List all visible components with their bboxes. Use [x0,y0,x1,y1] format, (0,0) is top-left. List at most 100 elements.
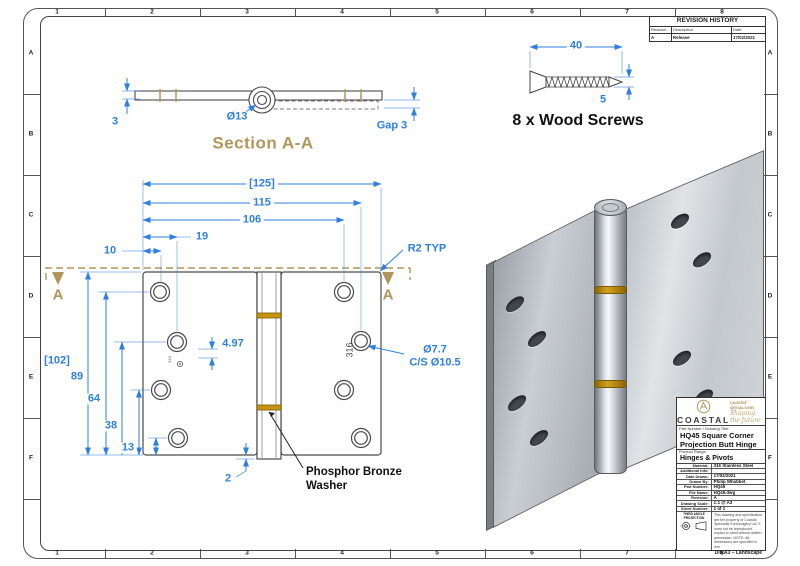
drawing-scale-value: 1:1 @ A3 [710,500,765,506]
disclaimer-text: This drawing and specification are the p… [714,513,763,549]
date-drawn-label: Date Drawn: [685,473,709,479]
drawing-title-line2: Projection Butt Hinge [680,439,757,449]
material-value: 316 Stainless Steel [710,463,765,468]
dim-width-106: 106 [239,214,265,226]
zone-col-label: 3 [245,549,249,557]
zone-row-label: B [767,130,773,138]
zone-col-label: 8 [720,8,724,16]
part-number-row: Part Number: HQ45 [677,484,765,491]
revision-history-title: REVISION HISTORY [650,17,765,27]
dim-stagger: 4.97 [219,338,247,350]
zone-tick [105,8,106,16]
additional-info-row: Additional Info: [677,468,765,475]
washer-note-line2: Washer [306,480,348,492]
zone-tick [764,499,777,500]
zone-row-label: E [767,373,773,381]
inner-border [40,16,766,551]
description-value: Release [672,34,732,42]
date-drawn-value: 17/02/2021 [710,473,765,479]
iso-pin-cap-ring [602,203,619,212]
dim-knuckle-diameter: Ø13 [223,111,251,123]
zone-col-label: 2 [150,549,154,557]
zone-col-label: 7 [625,549,629,557]
zone-row-label: F [768,454,772,462]
zone-tick [105,549,106,558]
drawn-by-label: Drawn By: [689,478,709,484]
revision-data-row: A Release 17/02/2021 [650,34,765,42]
front-view-dims [80,180,405,478]
dim-corner-radius: R2 TYP [404,243,450,255]
part-number-label: Part Number: [684,484,709,490]
steel-grade-stamp-small: 316 [166,356,172,363]
revision-row: Revision: A [677,495,765,502]
dim-height-13: 13 [118,442,138,454]
projection-label: THIRD ANGLE PROJECTION [683,512,705,520]
dim-screw-diameter: 5 [596,94,610,106]
title-block: COASTAL coastal-group.com Shaping the fu… [676,397,766,551]
zone-row-label: C [767,211,773,219]
steel-grade-stamp: 316 [344,342,355,358]
zone-tick [23,256,40,257]
revision-history-table: REVISION HISTORY Revision Description Da… [649,16,766,43]
washer-note-line1: Phosphor Bronze [306,466,402,478]
dim-countersink: C/S Ø10.5 [406,357,464,369]
revision-header-row: Revision Description Date [650,26,765,35]
zone-tick [200,8,201,16]
zone-tick [675,549,676,558]
zone-tick [23,499,40,500]
coastal-logo-icon [696,399,711,413]
zone-tick [485,8,486,16]
zone-tick [390,8,391,16]
website-link[interactable]: coastal-group.com [730,399,754,410]
drawing-title-line1: HQ45 Square Corner [680,430,754,440]
zone-row-label: E [28,373,34,381]
outer-border [23,8,778,559]
zone-col-label: 7 [625,8,629,16]
part-number-value: HQ45 [710,484,765,490]
zone-tick [485,549,486,558]
product-range-value: Hinges & Pivots [680,454,734,462]
zone-col-label: 8 [720,549,724,557]
zone-tick [580,549,581,558]
drawing-scale-row: Drawing Scale: 1:1 @ A3 [677,500,765,507]
iso-bronze-washer [594,286,627,294]
drawn-by-row: Drawn By: Philip Whabbet [677,478,765,486]
sheet-number-row: Sheet Number: 1 of 1 [677,505,765,513]
iso-pin-barrel [594,206,627,474]
coastal-wordmark: COASTAL [677,414,731,425]
dim-height-38: 38 [101,420,121,432]
zone-col-label: 2 [150,8,154,16]
screws-caption: 8 x Wood Screws [512,112,644,129]
zone-col-label: 3 [245,8,249,16]
revision-col: Revision [650,26,672,34]
dim-gap: Gap 3 [373,120,411,132]
zone-col-label: 1 [55,8,59,16]
additional-info-value [710,468,765,474]
zone-tick [675,8,676,16]
file-name-value: HQ45.dwg [710,490,765,495]
iso-bronze-washer [594,380,627,388]
zone-col-label: 6 [530,8,534,16]
date-col: Date [733,26,742,32]
sheet-number-value: 1 of 1 [710,506,765,512]
screw-holes [149,281,372,449]
brand-tagline: Shaping the future [730,409,761,424]
drawing-title-section: Part Number / Drawing Title: HQ45 Square… [677,426,765,450]
zone-row-label: D [28,292,34,300]
logo-section: COASTAL coastal-group.com Shaping the fu… [677,398,765,427]
screw-dims [529,44,634,100]
dim-bottom-2: 2 [221,473,235,485]
zone-row-label: C [28,211,34,219]
zone-tick [764,175,777,176]
projection-section: THIRD ANGLE PROJECTION This drawing and … [677,512,765,550]
front-view-geometry [142,271,382,460]
zone-row-label: F [29,454,33,462]
washer-leader [268,411,304,469]
dim-overall-width: [125] [246,178,278,190]
sheet-number-label: Sheet Number: [681,505,709,511]
zone-tick [764,418,777,419]
screw-geometry [529,70,624,94]
